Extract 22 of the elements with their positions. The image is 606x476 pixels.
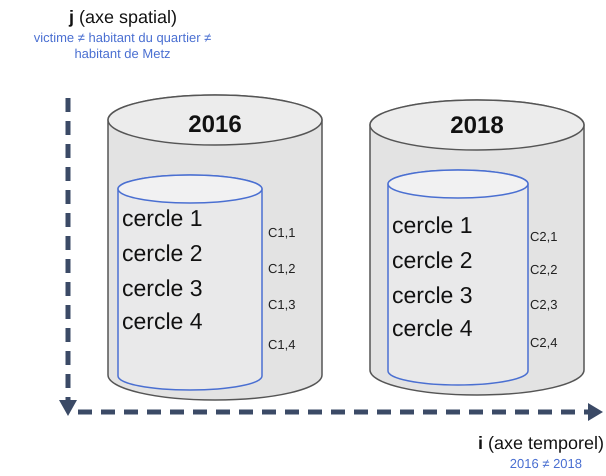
circle-label: cercle 1 xyxy=(122,205,203,232)
axis-note: victime ≠ habitant du quartier ≠ habitant de Metz xyxy=(32,30,212,62)
year-title: 2016 xyxy=(187,111,243,139)
cell-index-label: C1,3 xyxy=(268,297,296,312)
circle-label: cercle 3 xyxy=(122,275,203,302)
circle-label: cercle 2 xyxy=(392,247,473,274)
circle-label: cercle 1 xyxy=(392,212,473,239)
cell-index-label: C1,2 xyxy=(268,261,296,276)
axis-label: i (axe temporel) xyxy=(476,432,604,454)
cell-index-label: C2,3 xyxy=(530,297,558,312)
circle-label: cercle 4 xyxy=(392,315,473,342)
cell-index-label: C1,1 xyxy=(268,225,296,240)
axis-label: j (axe spatial) xyxy=(68,6,178,28)
circle-label: cercle 4 xyxy=(122,308,203,335)
cell-index-label: C2,4 xyxy=(530,335,558,350)
cell-index-label: C2,2 xyxy=(530,262,558,277)
year-title: 2018 xyxy=(449,112,505,140)
circle-label: cercle 3 xyxy=(392,282,473,309)
cell-index-label: C2,1 xyxy=(530,229,558,244)
axis-note: 2016 ≠ 2018 xyxy=(508,456,582,472)
circle-label: cercle 2 xyxy=(122,240,203,267)
cell-index-label: C1,4 xyxy=(268,337,296,352)
